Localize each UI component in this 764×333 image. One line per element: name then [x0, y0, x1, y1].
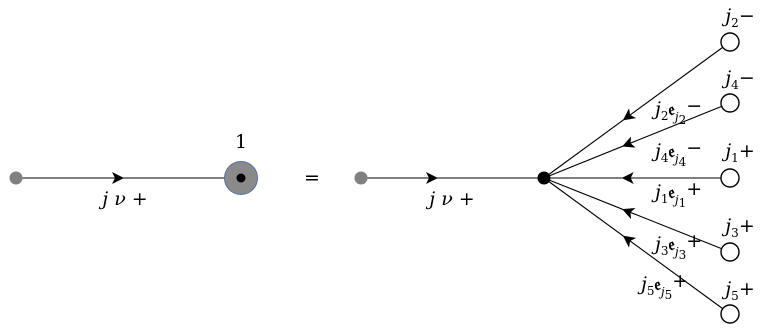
leg-arrowhead-j3: [622, 207, 636, 220]
leg-end-node-j1: [720, 168, 740, 188]
leg-end-label-j2: j2−: [721, 5, 754, 30]
rhs-center-arrowhead: [426, 172, 438, 184]
rhs-center-edge-label: j ν +: [425, 188, 474, 210]
leg-j2: j2− j2𝔢j2−: [543, 5, 755, 179]
leg-arrowhead-j2: [622, 108, 637, 121]
leg-j5: j5+ j5𝔢j5+: [543, 177, 755, 324]
leg-edge-j5: [543, 177, 731, 315]
leg-edge-j3: [543, 177, 731, 253]
equals-sign: =: [304, 167, 320, 189]
leg-end-node-j5: [720, 304, 740, 324]
leg-end-node-j2: [720, 32, 740, 52]
lhs-vertex-label: 1: [235, 131, 247, 153]
leg-edge-j4: [543, 102, 731, 179]
leg-end-label-j5: j5+: [721, 278, 754, 303]
lhs-edge-label: j ν +: [98, 188, 147, 210]
leg-j4: j4− j4𝔢j4−: [543, 67, 755, 179]
rhs-legs: j2−j2𝔢j2−j4−j4𝔢j4−j1+j1𝔢j1+j3+j3𝔢j3+j5+j…: [543, 5, 755, 324]
leg-arrowhead-j4: [622, 136, 636, 148]
leg-arrowhead-j5: [622, 235, 637, 248]
leg-arrowhead-j1: [621, 172, 634, 184]
leg-j3: j3+ j3𝔢j3+: [543, 177, 755, 262]
rhs-center-vertex: [537, 171, 551, 185]
leg-end-label-j4: j4−: [721, 67, 754, 92]
rhs-left-node: [354, 171, 368, 185]
leg-edge-label-j3: j3𝔢j3+: [651, 230, 702, 262]
lhs-group: 1 j ν +: [9, 131, 258, 210]
leg-edge-label-j2: j2𝔢j2−: [651, 95, 702, 127]
leg-end-node-j4: [720, 93, 740, 113]
leg-end-label-j1: j1+: [721, 140, 754, 165]
leg-end-node-j3: [720, 242, 740, 262]
lhs-arrowhead: [112, 172, 124, 184]
rhs-group: j ν + j2− j2𝔢j2− j4− j4𝔢j4− j1+ j1𝔢j1+ j3+ j3𝔢j…: [354, 5, 755, 324]
leg-end-label-j3: j3+: [721, 215, 754, 240]
leg-edge-label-j1: j1𝔢j1+: [651, 178, 702, 210]
leg-j1: j1+ j1𝔢j1+: [544, 140, 755, 210]
lhs-composite-vertex-center: [236, 173, 246, 183]
lhs-left-node: [9, 171, 23, 185]
leg-edge-label-j5: j5𝔢j5+: [637, 270, 688, 302]
leg-edge-label-j4: j4𝔢j4−: [651, 137, 702, 169]
leg-edge-j2: [543, 41, 731, 179]
